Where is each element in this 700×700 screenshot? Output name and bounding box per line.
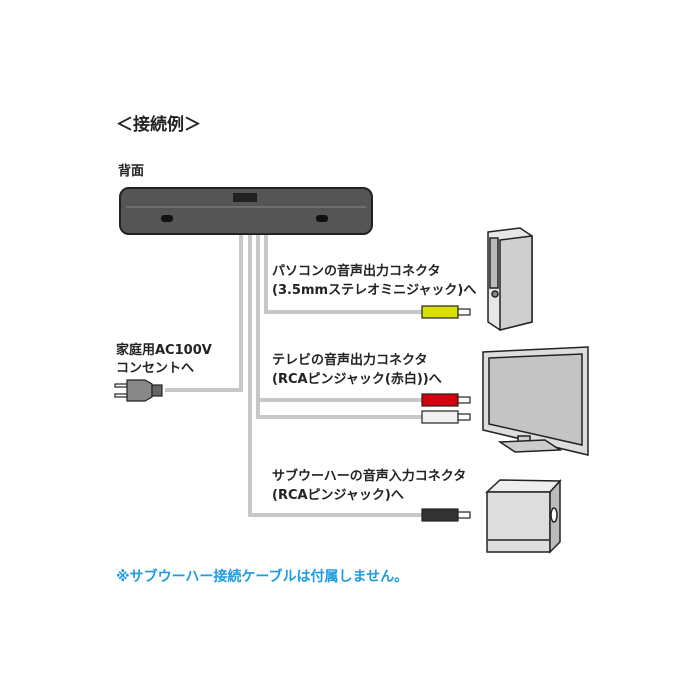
pc-tower-icon — [487, 227, 533, 331]
cables — [165, 215, 422, 517]
power-label-line2: コンセントへ — [116, 361, 195, 376]
vent-grille — [233, 193, 257, 202]
red-rca-plug-icon — [421, 393, 471, 407]
subwoofer-label-line2: (RCAピンジャック)へ — [272, 488, 404, 503]
subwoofer-label-line1: サブウーハーの音声入力コネクタ — [272, 469, 467, 484]
note-text: ※サブウーハー接続ケーブルは付属しません。 — [116, 569, 409, 585]
power-plug-icon — [114, 379, 163, 402]
power-label-line1: 家庭用AC100V — [116, 343, 212, 358]
subwoofer-icon — [485, 479, 562, 554]
tv-label-line1: テレビの音声出力コネクタ — [272, 353, 428, 368]
mount-hole — [316, 215, 328, 222]
speaker-bar — [119, 187, 373, 235]
mount-hole — [161, 215, 173, 222]
subwoofer-cable — [248, 222, 422, 517]
power-cable — [165, 222, 243, 392]
pc-label-line2: (3.5mmステレオミニジャック)へ — [272, 283, 477, 298]
tv-label-line2: (RCAピンジャック(赤白))へ — [272, 372, 442, 387]
rear-label: 背面 — [118, 164, 145, 179]
pc-label-line1: パソコンの音声出力コネクタ — [272, 264, 441, 279]
subwoofer-plug-icon — [421, 508, 471, 522]
page-title: ＜接続例＞ — [116, 115, 201, 135]
pc-plug-icon — [421, 305, 471, 319]
tv-white-cable — [256, 215, 422, 419]
white-rca-plug-icon — [421, 410, 471, 424]
tv-icon — [482, 346, 589, 456]
pc-cable — [264, 225, 422, 314]
